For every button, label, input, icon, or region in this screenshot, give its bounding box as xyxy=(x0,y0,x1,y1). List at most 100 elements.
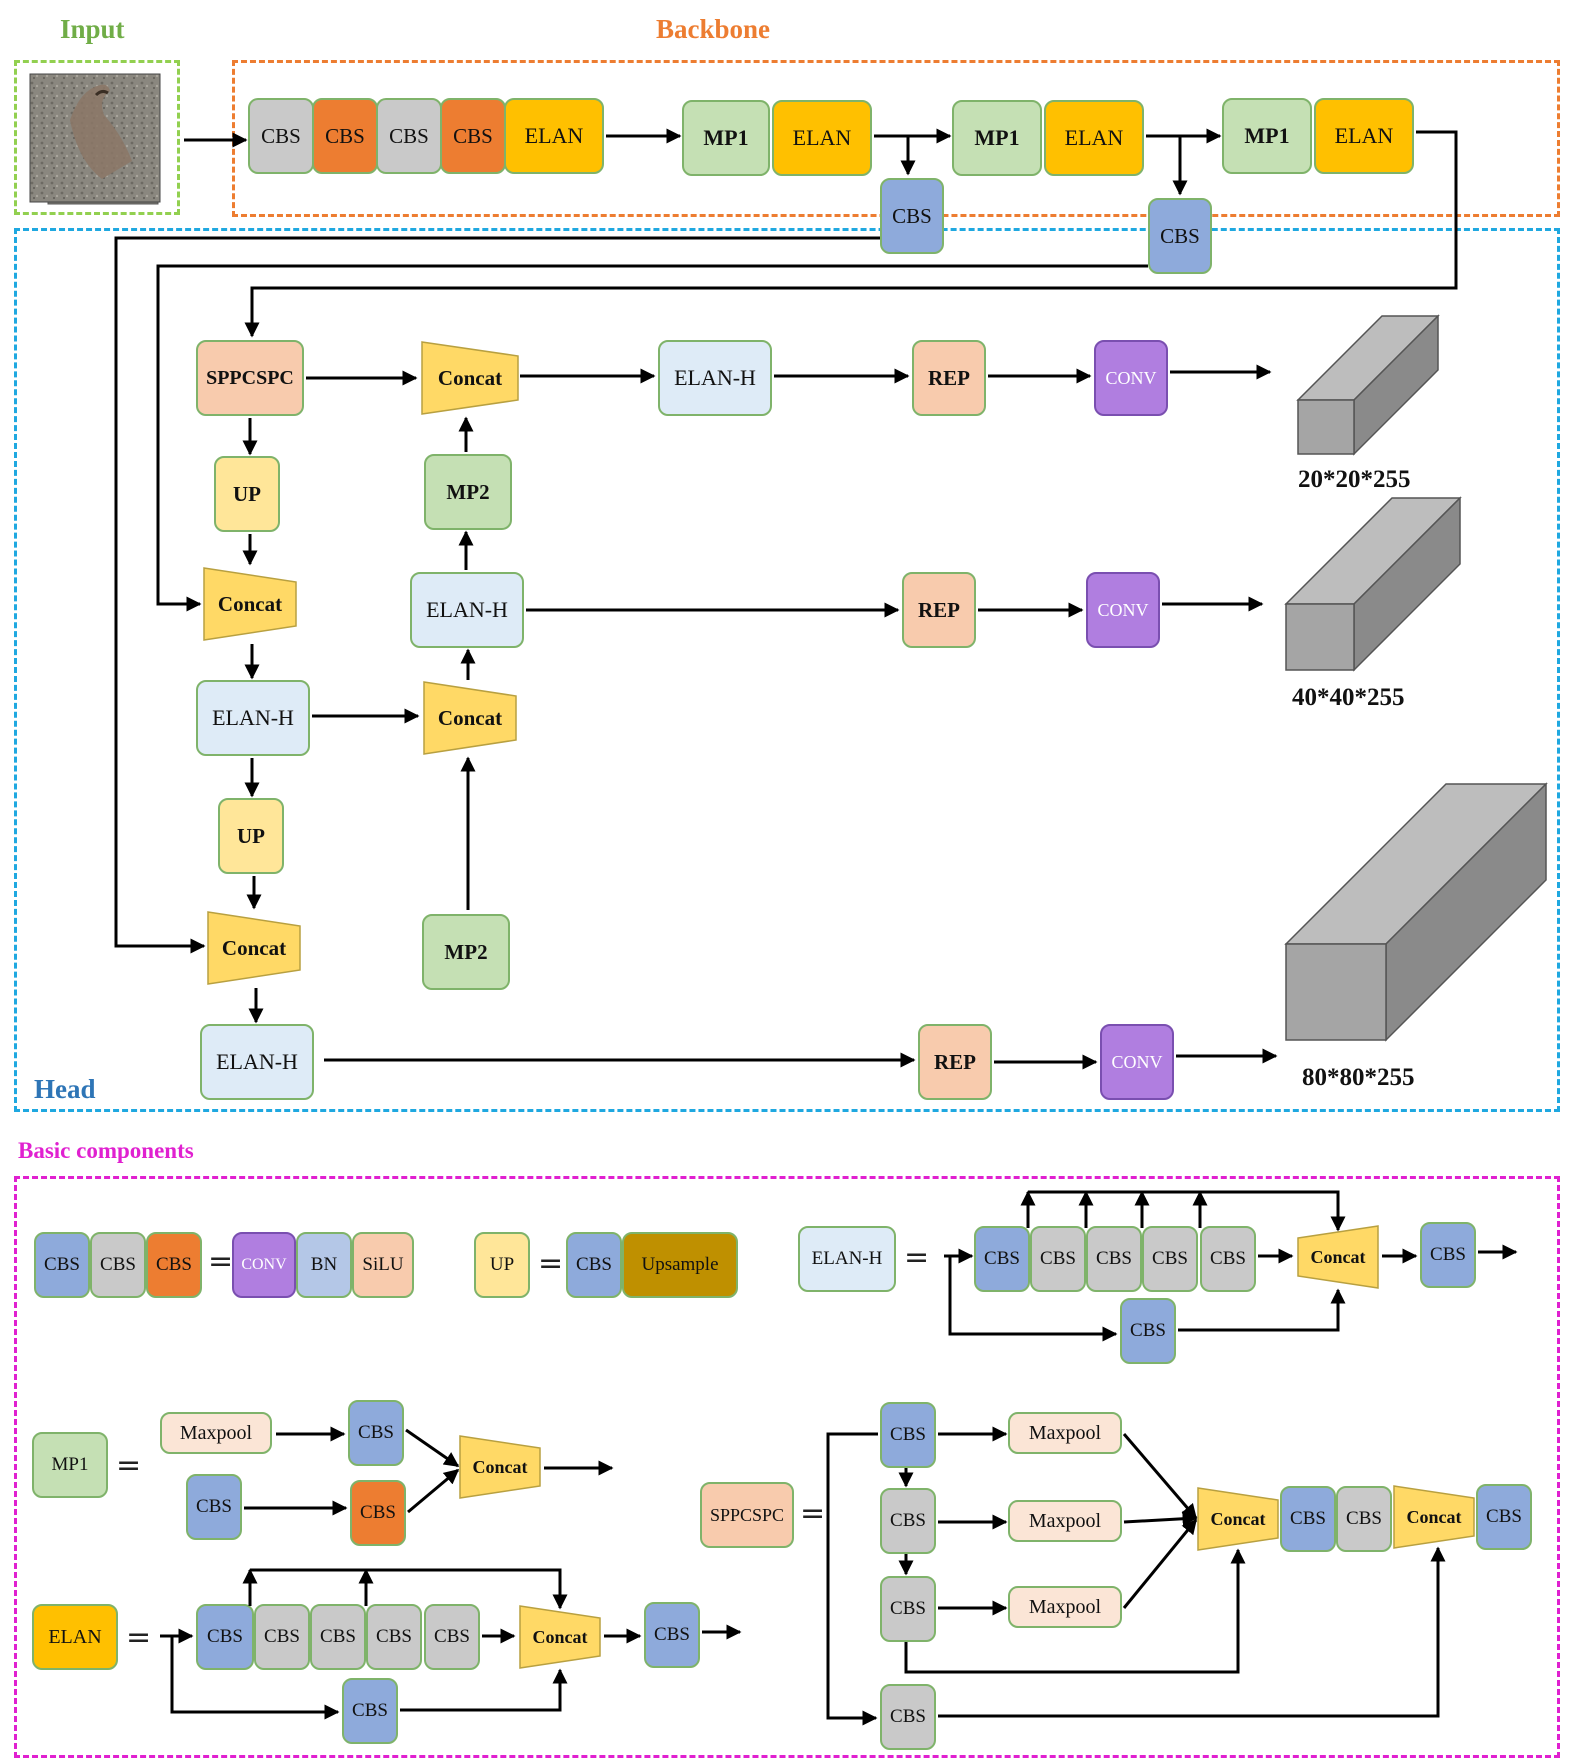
legend-up: UP xyxy=(474,1232,530,1298)
elanh-cbs-2: CBS xyxy=(1030,1226,1086,1292)
backbone-mp1-1: MP1 xyxy=(682,100,770,176)
legend-sppcspc: SPPCSPC xyxy=(700,1482,794,1548)
legend-up-cbs: CBS xyxy=(566,1232,622,1298)
head-concat-left-2: Concat xyxy=(206,910,302,986)
backbone-branch-cbs-1: CBS xyxy=(880,178,944,254)
elanh-cbs-bottom: CBS xyxy=(1120,1298,1176,1364)
input-title: Input xyxy=(60,14,125,44)
head-conv-3: CONV xyxy=(1100,1024,1174,1100)
output-label-40: 40*40*255 xyxy=(1292,684,1405,711)
head-concat-left-1-label: Concat xyxy=(217,591,283,616)
spp-cbs-3: CBS xyxy=(880,1576,936,1642)
equals-sign: = xyxy=(800,1496,826,1531)
elan-concat: Concat xyxy=(518,1604,602,1670)
output-label-20: 20*20*255 xyxy=(1298,466,1411,493)
head-concat-top: Concat xyxy=(420,340,520,416)
elanh-cbs-1: CBS xyxy=(974,1226,1030,1292)
elan-cbs-3: CBS xyxy=(310,1604,366,1670)
head-concat-mid: Concat xyxy=(422,680,518,756)
backbone-branch-cbs-2: CBS xyxy=(1148,198,1212,274)
elanh-concat-label: Concat xyxy=(1310,1246,1366,1267)
spp-cbs-1: CBS xyxy=(880,1402,936,1468)
backbone-mp1-2: MP1 xyxy=(952,100,1042,176)
backbone-cbs-2: CBS xyxy=(312,98,378,174)
elanh-cbs-4: CBS xyxy=(1142,1226,1198,1292)
legend-bn: BN xyxy=(296,1232,352,1298)
backbone-elan-4: ELAN xyxy=(1314,98,1414,174)
backbone-title: Backbone xyxy=(656,14,771,44)
equals-sign: = xyxy=(116,1448,142,1483)
mp1-maxpool: Maxpool xyxy=(160,1412,272,1454)
backbone-mp1-3: MP1 xyxy=(1222,98,1312,174)
head-elan-h-1: ELAN-H xyxy=(196,680,310,756)
head-sppcspc: SPPCSPC xyxy=(196,340,304,416)
legend-elan-h: ELAN-H xyxy=(798,1226,896,1292)
spp-concat-1-label: Concat xyxy=(1210,1508,1266,1529)
elan-cbs-1: CBS xyxy=(196,1604,254,1670)
mp1-cbs-orange: CBS xyxy=(350,1480,406,1546)
legend-cbs-blue: CBS xyxy=(34,1232,90,1298)
spp-maxpool-2: Maxpool xyxy=(1008,1500,1122,1542)
elanh-concat: Concat xyxy=(1296,1224,1380,1290)
spp-concat-2-label: Concat xyxy=(1406,1506,1462,1527)
elanh-cbs-3: CBS xyxy=(1086,1226,1142,1292)
elan-cbs-2: CBS xyxy=(254,1604,310,1670)
legend-silu: SiLU xyxy=(352,1232,414,1298)
elan-cbs-bottom: CBS xyxy=(342,1678,398,1744)
backbone-elan-1: ELAN xyxy=(504,98,604,174)
legend-upsample: Upsample xyxy=(622,1232,738,1298)
head-conv-1: CONV xyxy=(1094,340,1168,416)
legend-cbs-orange: CBS xyxy=(146,1232,202,1298)
head-concat-left-1: Concat xyxy=(202,566,298,642)
spp-concat-2: Concat xyxy=(1392,1484,1476,1550)
elan-concat-label: Concat xyxy=(532,1626,588,1647)
head-concat-top-label: Concat xyxy=(437,365,503,390)
legend-mp1: MP1 xyxy=(32,1432,108,1498)
backbone-cbs-1: CBS xyxy=(248,98,314,174)
head-elan-h-3: ELAN-H xyxy=(410,572,524,648)
head-rep-1: REP xyxy=(912,340,986,416)
spp-cbs-2: CBS xyxy=(880,1488,936,1554)
backbone-elan-3: ELAN xyxy=(1044,100,1144,176)
head-rep-2: REP xyxy=(902,572,976,648)
legend-cbs-gray: CBS xyxy=(90,1232,146,1298)
spp-concat-1: Concat xyxy=(1196,1486,1280,1552)
backbone-elan-2: ELAN xyxy=(772,100,872,176)
spp-cbs-4: CBS xyxy=(880,1684,936,1750)
head-elan-h-2: ELAN-H xyxy=(200,1024,314,1100)
input-section xyxy=(14,60,180,215)
head-concat-left-2-label: Concat xyxy=(221,935,287,960)
head-up-1: UP xyxy=(214,456,280,532)
equals-sign: = xyxy=(538,1246,564,1281)
elanh-cbs-5: CBS xyxy=(1200,1226,1256,1292)
head-concat-mid-label: Concat xyxy=(437,705,503,730)
spp-cbs-6: CBS xyxy=(1336,1486,1392,1552)
legend-elan: ELAN xyxy=(32,1604,118,1670)
head-elan-h-4: ELAN-H xyxy=(658,340,772,416)
spp-cbs-5: CBS xyxy=(1280,1486,1336,1552)
equals-sign: = xyxy=(208,1244,234,1279)
legend-conv: CONV xyxy=(232,1232,296,1298)
mp1-cbs-top: CBS xyxy=(348,1400,404,1466)
basic-components-title: Basic components xyxy=(18,1138,194,1163)
elan-cbs-out: CBS xyxy=(644,1602,700,1668)
head-title: Head xyxy=(34,1074,96,1104)
spp-maxpool-1: Maxpool xyxy=(1008,1412,1122,1454)
backbone-cbs-3: CBS xyxy=(376,98,442,174)
output-label-80: 80*80*255 xyxy=(1302,1064,1415,1091)
elan-cbs-5: CBS xyxy=(424,1604,480,1670)
head-conv-2: CONV xyxy=(1086,572,1160,648)
head-mp2-1: MP2 xyxy=(424,454,512,530)
elanh-cbs-out: CBS xyxy=(1420,1222,1476,1288)
equals-sign: = xyxy=(126,1620,152,1655)
head-rep-3: REP xyxy=(918,1024,992,1100)
basic-components-section xyxy=(14,1176,1560,1758)
backbone-cbs-4: CBS xyxy=(440,98,506,174)
head-up-2: UP xyxy=(218,798,284,874)
mp1-concat: Concat xyxy=(458,1434,542,1500)
spp-cbs-out: CBS xyxy=(1476,1484,1532,1550)
spp-maxpool-3: Maxpool xyxy=(1008,1586,1122,1628)
equals-sign: = xyxy=(904,1240,930,1275)
mp1-concat-label: Concat xyxy=(472,1456,528,1477)
